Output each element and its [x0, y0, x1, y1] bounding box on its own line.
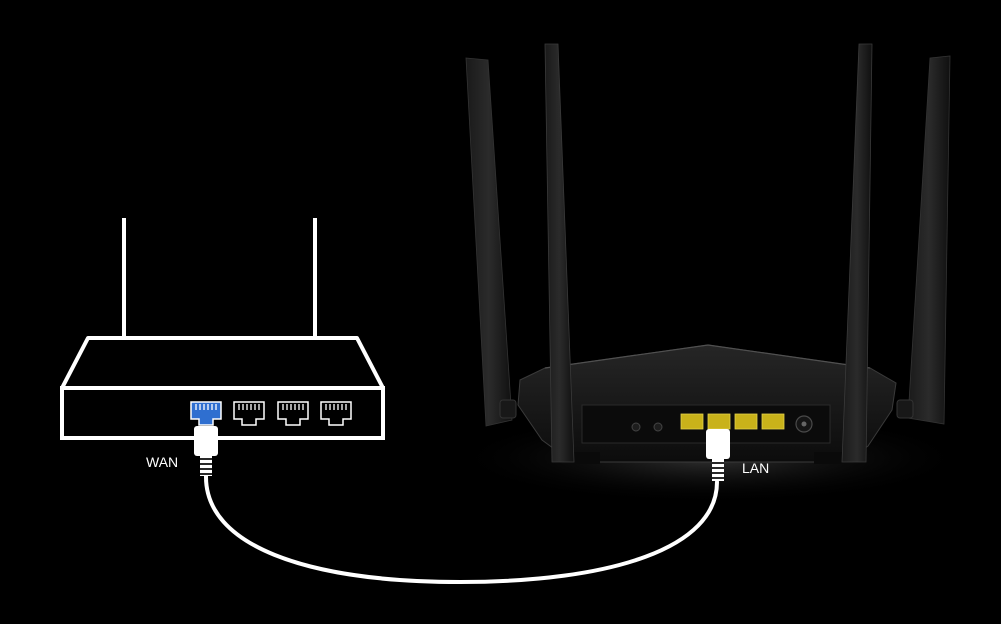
outline-router	[60, 218, 385, 440]
antenna-hinge	[896, 399, 914, 419]
button-icon	[653, 422, 663, 432]
router-antenna-icon	[907, 55, 951, 425]
lan-label: LAN	[742, 460, 770, 476]
router-antenna-icon	[544, 43, 575, 463]
lan-port-icon	[734, 413, 758, 430]
lan-port-icon	[320, 401, 352, 426]
router-antenna-icon	[465, 57, 513, 427]
wan-port-icon	[190, 401, 222, 426]
outline-router-front	[60, 386, 385, 440]
lan-cable-plug	[706, 429, 730, 481]
lan-port-icon	[277, 401, 309, 426]
wan-label: WAN	[146, 454, 179, 470]
lan-port-icon	[233, 401, 265, 426]
wan-cable-plug	[194, 426, 218, 476]
antenna-hinge	[499, 399, 517, 419]
outline-router-top	[60, 336, 385, 390]
router-top-edge	[544, 344, 871, 369]
ethernet-cable	[203, 474, 719, 585]
photo-router	[450, 43, 970, 504]
lan-port-icon	[680, 413, 704, 430]
lan-port-icon	[707, 413, 731, 430]
router-antenna-icon	[841, 43, 873, 463]
lan-port-icon	[761, 413, 785, 430]
button-icon	[631, 422, 641, 432]
